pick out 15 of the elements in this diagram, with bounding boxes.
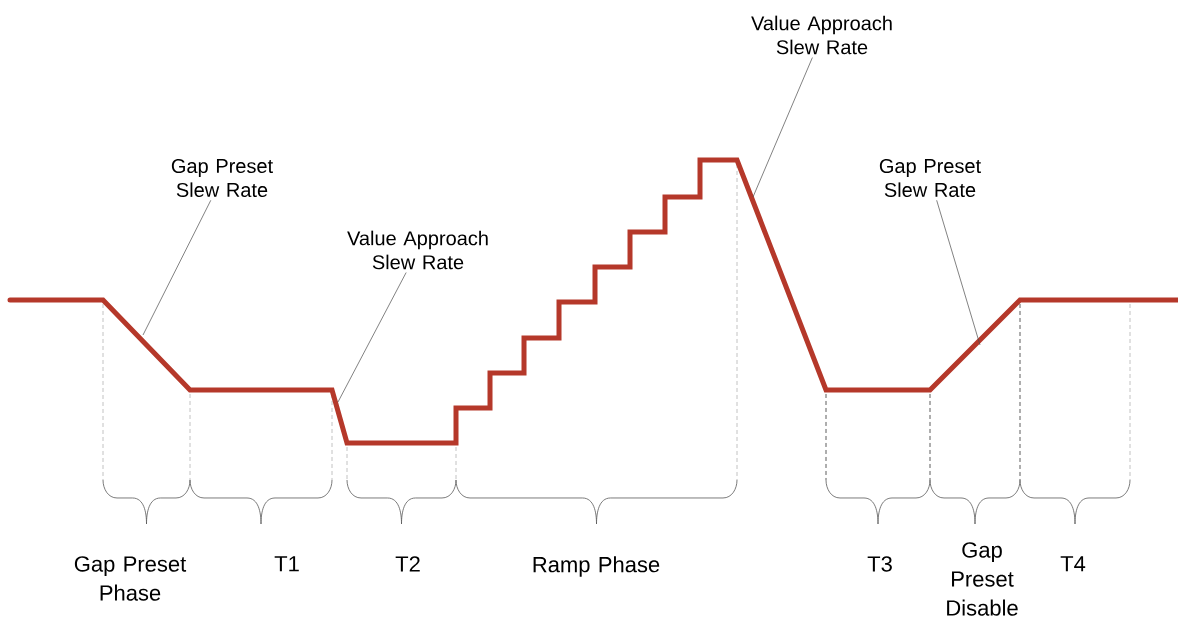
leader-line <box>337 272 407 403</box>
leader-text: Gap Preset Slew Rate <box>171 158 273 198</box>
leader-text: Value Approach Slew Rate <box>347 230 488 270</box>
phase-label: T2 <box>395 556 420 572</box>
phase-label: T1 <box>274 556 299 572</box>
leader-line <box>142 199 212 336</box>
leader-text: Gap Preset Slew Rate <box>879 158 981 198</box>
phase-label: Gap Preset Disable <box>947 542 1018 616</box>
phase-label: T4 <box>1060 556 1086 572</box>
leader-line <box>752 57 813 198</box>
leader-line <box>936 199 981 346</box>
phase-label: Ramp Phase <box>533 556 660 577</box>
leader-text: Value Approach Slew Rate <box>751 15 892 55</box>
phase-label: Gap Preset Phase <box>74 556 187 601</box>
phase-label: T3 <box>867 556 892 572</box>
